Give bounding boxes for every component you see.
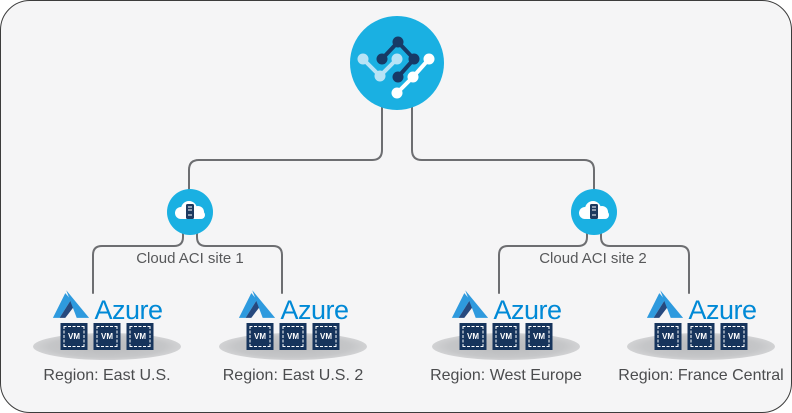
- vm-label: VM: [662, 332, 674, 341]
- azure-logo: Azure: [421, 287, 591, 324]
- vm-row: VM VM VM: [60, 323, 154, 350]
- vm-box: VM: [126, 323, 154, 350]
- azure-label: Azure: [688, 295, 757, 325]
- region-label: Region: East U.S.: [43, 367, 171, 384]
- vm-box: VM: [654, 323, 682, 350]
- network-graph-icon: [350, 16, 444, 110]
- azure-label: Azure: [94, 295, 163, 325]
- vm-box: VM: [459, 323, 487, 350]
- link-site1-region1: [92, 228, 184, 294]
- vm-box: VM: [279, 323, 307, 350]
- link-site2-region3: [498, 228, 588, 294]
- vm-label: VM: [695, 332, 707, 341]
- vm-label: VM: [101, 332, 113, 341]
- region-label: Region: France Central: [618, 367, 784, 384]
- azure-region-group-france-central: Azure VM VM VM Region: France Central: [616, 287, 786, 397]
- vm-label: VM: [68, 332, 80, 341]
- vm-row: VM VM VM: [654, 323, 748, 350]
- vm-box: VM: [93, 323, 121, 350]
- azure-logo-icon: [647, 290, 684, 318]
- azure-logo-icon: [53, 290, 90, 318]
- link-site1-region2: [196, 228, 283, 294]
- vm-row: VM VM VM: [459, 323, 553, 350]
- azure-label: Azure: [280, 295, 349, 325]
- vm-box: VM: [720, 323, 748, 350]
- region-label: Region: West Europe: [430, 367, 582, 384]
- cloud-router-icon: [571, 189, 617, 235]
- vm-label: VM: [134, 332, 146, 341]
- link-orchestrator-site1: [188, 100, 383, 194]
- cloud-aci-site2-label: Cloud ACI site 2: [539, 250, 647, 267]
- vm-box: VM: [60, 323, 88, 350]
- cloud-router-icon: [167, 189, 213, 235]
- azure-region-group-east-us-2: Azure VM VM VM Region: East U.S. 2: [208, 287, 378, 397]
- azure-logo: Azure: [208, 287, 378, 324]
- cloud-aci-site1-label: Cloud ACI site 1: [136, 250, 244, 267]
- vm-row: VM VM VM: [246, 323, 340, 350]
- orchestrator-node: [350, 16, 444, 115]
- azure-region-group-west-europe: Azure VM VM VM Region: West Europe: [421, 287, 591, 397]
- vm-box: VM: [525, 323, 553, 350]
- region-label: Region: East U.S. 2: [222, 367, 364, 384]
- azure-logo: Azure: [22, 287, 192, 324]
- vm-label: VM: [287, 332, 299, 341]
- vm-label: VM: [254, 332, 266, 341]
- azure-label: Azure: [493, 295, 562, 325]
- azure-logo-icon: [239, 290, 276, 318]
- azure-logo-icon: [452, 290, 489, 318]
- link-site2-region4: [600, 228, 690, 294]
- cloud-aci-site1-node: [167, 189, 213, 240]
- vm-label: VM: [467, 332, 479, 341]
- azure-logo: Azure: [616, 287, 786, 324]
- vm-box: VM: [312, 323, 340, 350]
- vm-label: VM: [533, 332, 545, 341]
- vm-label: VM: [320, 332, 332, 341]
- vm-box: VM: [492, 323, 520, 350]
- vm-box: VM: [246, 323, 274, 350]
- vm-box: VM: [687, 323, 715, 350]
- vm-label: VM: [728, 332, 740, 341]
- cloud-aci-site2-node: [571, 189, 617, 240]
- link-orchestrator-site2: [411, 100, 595, 194]
- azure-region-group-east-us: Azure VM VM VM Region: East U.S.: [22, 287, 192, 397]
- vm-label: VM: [500, 332, 512, 341]
